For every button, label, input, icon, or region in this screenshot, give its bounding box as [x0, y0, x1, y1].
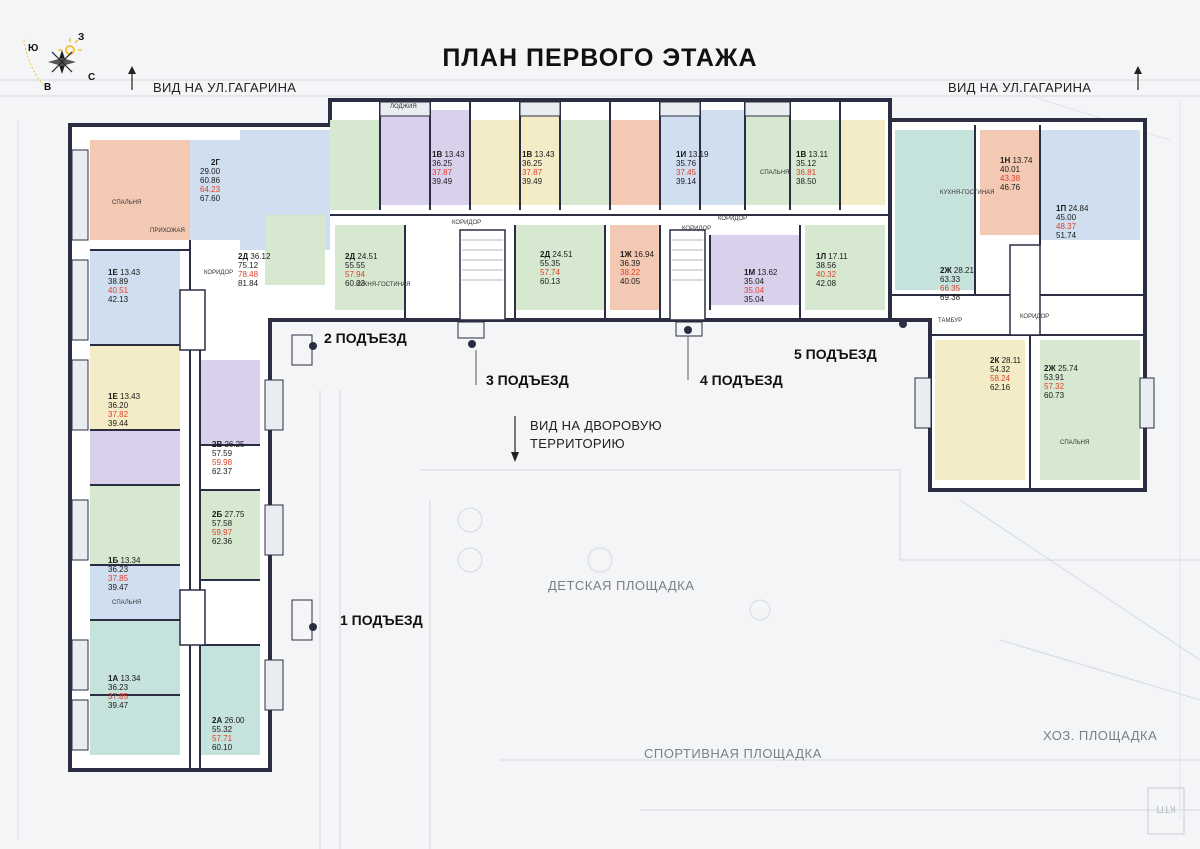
utility-area-label: ХОЗ. ПЛОЩАДКА	[1043, 728, 1158, 743]
apartment-label: 2Ж 25.74 53.91 57.32 60.73	[1044, 364, 1078, 400]
room-hall: ПРИХОЖАЯ	[150, 228, 185, 234]
entrance-1-label: 1 ПОДЪЕЗД	[340, 612, 423, 628]
entrance-markers	[309, 320, 907, 631]
page-title: ПЛАН ПЕРВОГО ЭТАЖА	[442, 44, 758, 72]
playground-label: ДЕТСКАЯ ПЛОЩАДКА	[548, 578, 695, 593]
entrance-4-label: 4 ПОДЪЕЗД	[700, 372, 783, 388]
stair-cores	[179, 229, 1041, 646]
view-arrow-courtyard-icon	[511, 416, 519, 462]
compass-west: З	[78, 32, 85, 43]
compass-east: В	[44, 82, 52, 93]
apartment-label: 1А 13.34 36.23 37.85 39.47	[108, 674, 141, 710]
apartment-label: 2Б 27.75 57.58 59.97 62.36	[212, 510, 245, 546]
corridor-label: КОРИДОР	[1020, 314, 1050, 320]
room-bedroom: СПАЛЬНЯ	[760, 170, 790, 176]
room-loggia: ЛОДЖИЯ	[390, 104, 417, 110]
street-view-left: ВИД НА УЛ.ГАГАРИНА	[153, 80, 297, 95]
entrance-5-label: 5 ПОДЪЕЗД	[794, 346, 877, 362]
compass-north: С	[88, 72, 96, 83]
apartment-label: 1Н 13.74 40.01 43.38 46.76	[1000, 156, 1033, 192]
entrance-2-label: 2 ПОДЪЕЗД	[324, 330, 407, 346]
vestibule-label: ТАМБУР	[938, 318, 963, 324]
loggias	[71, 101, 1155, 751]
apartment-label: 1И 13.19 35.76 37.45 39.14	[676, 150, 709, 186]
view-arrow-right-icon	[1134, 66, 1142, 90]
apartment-label: 2Ж 28.21 63.33 66.35 69.38	[940, 266, 974, 302]
apartment-label: 1Е 13.43 38.89 40.51 42.13	[108, 268, 141, 304]
corridor-label: КОРИДОР	[682, 226, 712, 232]
apartment-label: 1М 13.62 35.04 35.04 35.04	[744, 268, 778, 304]
apartment-label: 1Л 17.11 38.56 40.32 42.08	[816, 252, 848, 288]
room-bedroom: СПАЛЬНЯ	[112, 600, 142, 606]
apartment-label: 2К 28.11 54.32 58.24 62.16	[990, 356, 1022, 392]
apartment-label: 2В 26.25 57.59 59.98 62.37	[212, 440, 245, 476]
room-bedroom: СПАЛЬНЯ	[112, 200, 142, 206]
courtyard-view-line1: ВИД НА ДВОРОВУЮ	[530, 418, 662, 433]
room-bedroom: СПАЛЬНЯ	[1060, 440, 1090, 446]
courtyard-view-line2: ТЕРРИТОРИЮ	[530, 436, 625, 451]
substation-mark: КТП	[1156, 803, 1175, 814]
corridor-label: КОРИДОР	[204, 270, 234, 276]
corridor-label: КОРИДОР	[452, 220, 482, 226]
room-kitchen-living: КУХНЯ-ГОСТИНАЯ	[356, 282, 411, 288]
entrance-3-label: 3 ПОДЪЕЗД	[486, 372, 569, 388]
apartment-label: 2Д 24.51 55.55 57.94 60.33	[345, 252, 378, 288]
apartment-label: 2Д 24.51 55.35 57.74 60.13	[540, 250, 573, 286]
apartment-zones	[90, 110, 1140, 755]
apartment-label: 1В 13.43 36.25 37.87 39.49	[522, 150, 555, 186]
corridor-label: КОРИДОР	[718, 216, 748, 222]
sports-ground-label: СПОРТИВНАЯ ПЛОЩАДКА	[644, 746, 822, 761]
room-kitchen-living: КУХНЯ-ГОСТИНАЯ	[940, 190, 995, 196]
apartment-label: 1П 24.84 45.00 48.37 51.74	[1056, 204, 1089, 240]
apartment-label: 2А 26.00 55.32 57.71 60.10	[212, 716, 245, 752]
apartment-label: 1Ж 16.94 36.39 38.22 40.05	[620, 250, 654, 286]
apartment-label: 2Г 29.00 60.86 64.23 67.60	[200, 158, 221, 203]
street-view-right: ВИД НА УЛ.ГАГАРИНА	[948, 80, 1092, 95]
apartment-label: 2Д 36.12 75.12 78.48 81.84	[238, 252, 271, 288]
apartment-label: 1В 13.43 36.25 37.87 39.49	[432, 150, 465, 186]
apartment-label: 1Е 13.43 36.20 37.82 39.44	[108, 392, 141, 428]
apartment-label: 1Б 13.34 36.23 37.85 39.47	[108, 556, 141, 592]
compass-rose-icon	[23, 38, 82, 91]
apartment-label: 1В 13.11 35.12 36.81 38.50	[796, 150, 828, 186]
view-arrow-left-icon	[128, 66, 136, 90]
compass-south: Ю	[28, 43, 39, 54]
stair-treads	[462, 239, 703, 281]
compass: Ю З В С	[18, 30, 98, 94]
